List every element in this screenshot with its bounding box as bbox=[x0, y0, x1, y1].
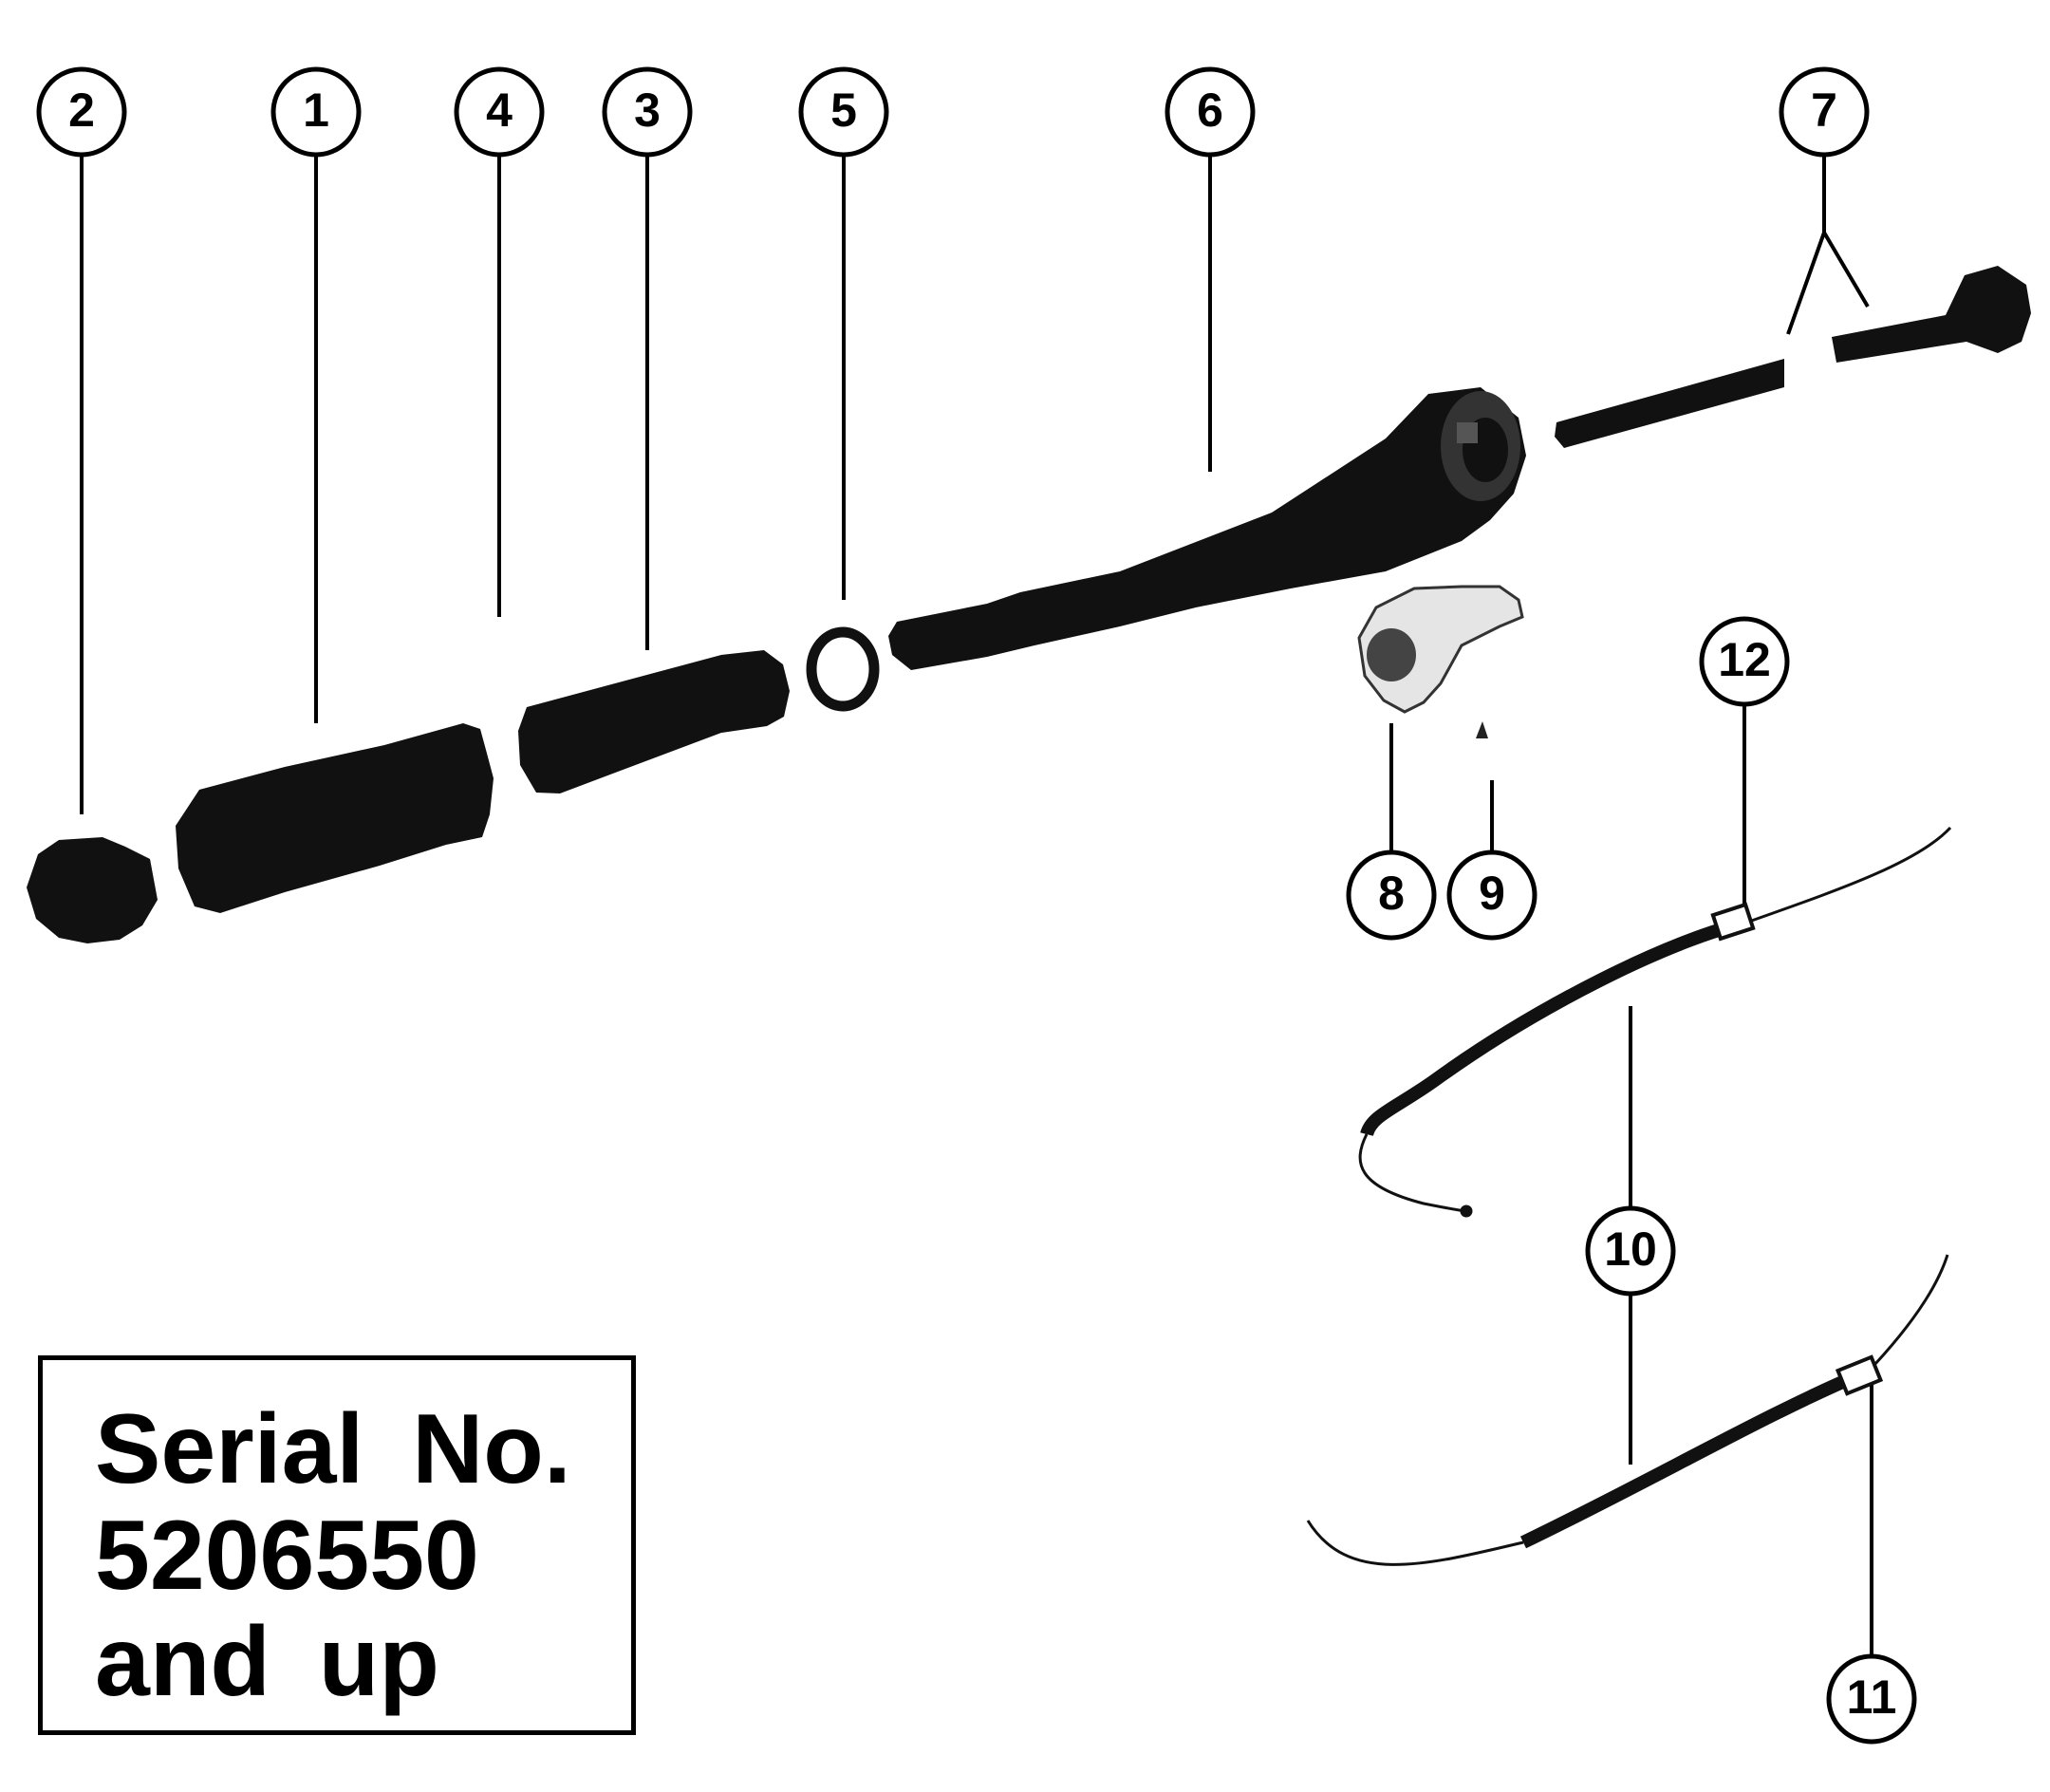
part-6-handle bbox=[888, 387, 1526, 670]
callout-2-label: 2 bbox=[68, 84, 95, 137]
callout-4-label: 4 bbox=[486, 84, 512, 137]
part-8-bracket bbox=[1357, 585, 1524, 714]
part-7-shaft bbox=[1555, 266, 2031, 448]
callout-12: 12 bbox=[1699, 616, 1790, 707]
part-9-pin bbox=[1476, 721, 1488, 738]
part-3-sleeve bbox=[518, 650, 790, 793]
part-2-nut bbox=[27, 837, 158, 943]
callout-8: 8 bbox=[1346, 849, 1437, 941]
callout-9-label: 9 bbox=[1479, 867, 1505, 920]
leader-7 bbox=[1786, 228, 1870, 335]
callout-4: 4 bbox=[454, 66, 545, 158]
part-5-ring bbox=[806, 626, 880, 712]
serial-note-line-2: 5206550 bbox=[95, 1501, 479, 1611]
leader-lines bbox=[80, 155, 1873, 1654]
callout-5: 5 bbox=[798, 66, 889, 158]
callout-6: 6 bbox=[1165, 66, 1256, 158]
serial-note-line-1: Serial No. bbox=[95, 1394, 571, 1504]
part-11-cable-lower bbox=[1306, 1254, 1949, 1566]
callout-1: 1 bbox=[270, 66, 362, 158]
callout-9: 9 bbox=[1446, 849, 1538, 941]
callout-1-label: 1 bbox=[303, 84, 329, 137]
callout-10-label: 10 bbox=[1604, 1223, 1657, 1276]
callout-7: 7 bbox=[1779, 66, 1870, 158]
callout-6-label: 6 bbox=[1197, 84, 1223, 137]
callout-2: 2 bbox=[36, 66, 127, 158]
callout-10: 10 bbox=[1585, 1205, 1676, 1297]
callout-8-label: 8 bbox=[1378, 867, 1405, 920]
serial-note-line-3: and up bbox=[95, 1607, 439, 1717]
part-1-grip bbox=[176, 723, 494, 913]
serial-number-note: Serial No. 5206550 and up bbox=[38, 1355, 636, 1735]
callout-11: 11 bbox=[1826, 1653, 1917, 1745]
callout-3-label: 3 bbox=[634, 84, 661, 137]
part-12-cable-upper bbox=[1358, 826, 1952, 1218]
callout-11-label: 11 bbox=[1847, 1671, 1897, 1724]
callout-12-label: 12 bbox=[1718, 633, 1771, 686]
o-ring bbox=[806, 626, 880, 712]
callout-7-label: 7 bbox=[1811, 84, 1837, 137]
callout-3: 3 bbox=[602, 66, 693, 158]
callout-5-label: 5 bbox=[830, 84, 857, 137]
